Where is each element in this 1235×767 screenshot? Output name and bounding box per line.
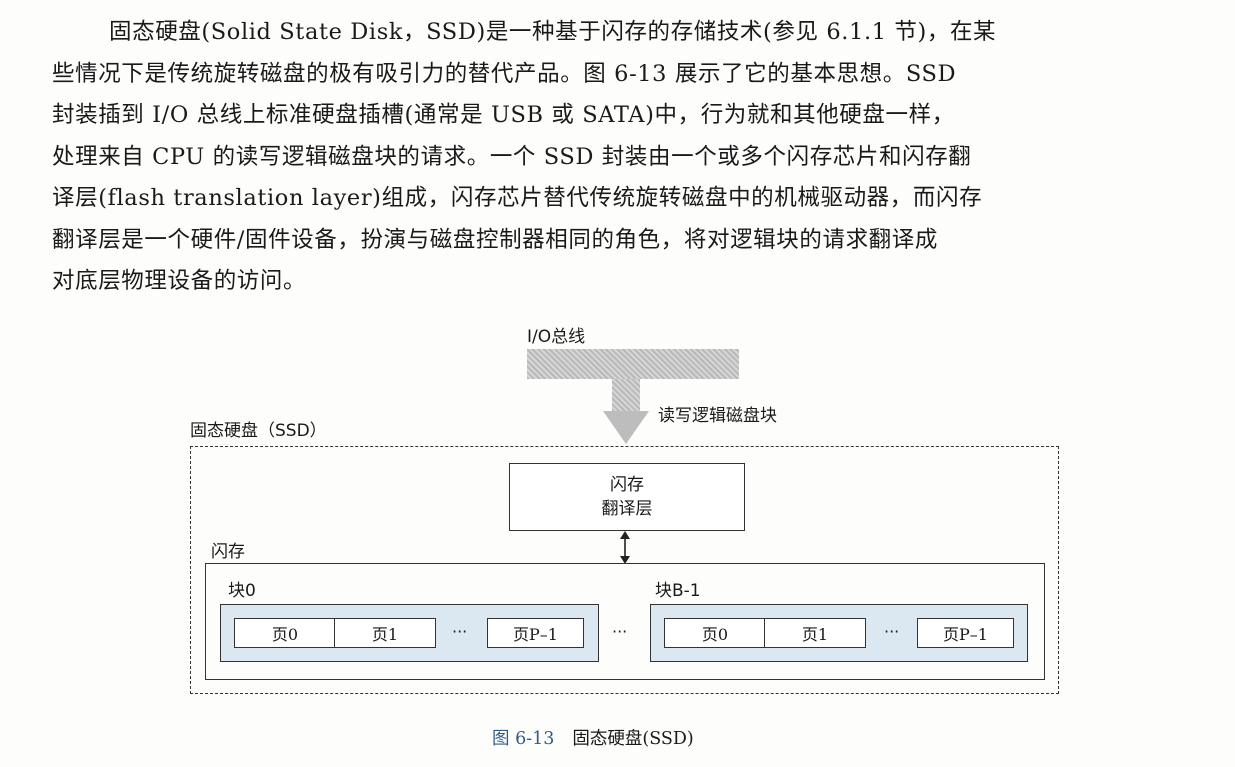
paragraph-line-2: 些情况下是传统旋转磁盘的极有吸引力的替代产品。图 6-13 展示了它的基本思想。… <box>52 60 957 87</box>
block0-page-1: 页1 <box>334 618 436 648</box>
paragraph-line-5: 译层(flash translation layer)组成，闪存芯片替代传统旋转… <box>52 185 983 211</box>
figure-title: 固态硬盘(SSD) <box>572 729 694 749</box>
ftl-line-1: 闪存 <box>610 475 644 495</box>
block-b-1-label: 块B-1 <box>655 581 701 601</box>
blockB-page-p-1: 页P–1 <box>917 618 1014 648</box>
paragraph-line-3: 封装插到 I/O 总线上标准硬盘插槽(通常是 USB 或 SATA)中，行为就和… <box>52 102 955 128</box>
block0-page-0: 页0 <box>234 618 336 648</box>
blockB-page-0: 页0 <box>664 618 766 648</box>
blockB-ellipsis: ··· <box>884 622 900 641</box>
blocks-ellipsis: ··· <box>612 622 628 641</box>
io-bus-bar <box>527 349 739 379</box>
block0-ellipsis: ··· <box>452 622 468 641</box>
blockB-page-1: 页1 <box>764 618 866 648</box>
ssd-container <box>190 446 1059 694</box>
figure-caption: 图 6-13 固态硬盘(SSD) <box>492 725 694 750</box>
figure-number: 图 6-13 <box>492 729 555 749</box>
flash-memory-box <box>205 563 1045 680</box>
ssd-label: 固态硬盘（SSD） <box>190 421 327 441</box>
io-bus-label: I/O总线 <box>527 327 586 347</box>
paragraph-line-6: 翻译层是一个硬件/固件设备，扮演与磁盘控制器相同的角色，将对逻辑块的请求翻译成 <box>52 226 938 253</box>
block0-page-p-1: 页P–1 <box>487 618 584 648</box>
paragraph-line-4: 处理来自 CPU 的读写逻辑磁盘块的请求。一个 SSD 封装由一个或多个闪存芯片… <box>52 143 972 170</box>
paragraph-line-7: 对底层物理设备的访问。 <box>52 268 307 294</box>
double-arrow-icon <box>620 531 630 564</box>
flash-label: 闪存 <box>211 542 245 562</box>
paragraph-line-1: 固态硬盘(Solid State Disk，SSD)是一种基于闪存的存储技术(参… <box>109 19 997 45</box>
flash-translation-layer-box: 闪存 翻译层 <box>509 463 745 531</box>
body-paragraph: 固态硬盘(Solid State Disk，SSD)是一种基于闪存的存储技术(参… <box>52 12 1192 303</box>
read-write-label: 读写逻辑磁盘块 <box>658 406 777 426</box>
block-0-label: 块0 <box>228 581 256 601</box>
io-bus-arrow-stem <box>612 379 640 411</box>
ftl-line-2: 翻译层 <box>601 499 653 519</box>
io-bus-arrow-head <box>603 411 649 444</box>
